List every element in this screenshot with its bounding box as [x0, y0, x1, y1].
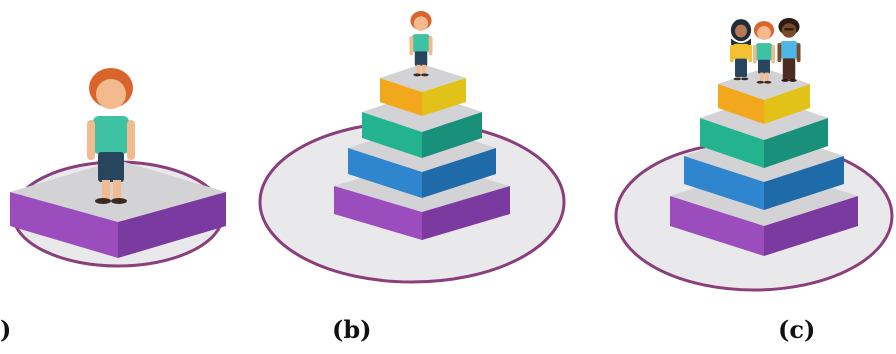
panel-a	[10, 68, 226, 268]
leg-left	[102, 180, 110, 200]
caption-panel-a: )	[0, 315, 12, 344]
caption-panel-c: (c)	[778, 315, 816, 344]
arm-right	[127, 120, 135, 160]
person-boy-dark-c	[777, 18, 801, 82]
person-boy-b	[409, 11, 433, 77]
shorts	[98, 152, 124, 182]
level-side-right-1	[118, 192, 226, 258]
shoe-left	[95, 198, 111, 204]
panel-b	[258, 11, 566, 284]
arm-left	[87, 120, 95, 160]
panel-c	[614, 18, 894, 292]
person-boy-a	[87, 68, 135, 204]
caption-panel-b: (b)	[332, 315, 372, 344]
shirt	[93, 116, 129, 154]
shoe-right	[111, 198, 127, 204]
person-boy-c	[752, 21, 776, 84]
person-girl-hijab-c	[729, 19, 753, 81]
leg-right	[113, 180, 121, 200]
level-4-b	[380, 64, 466, 116]
level-side-left-1	[10, 192, 118, 258]
face	[96, 79, 126, 109]
